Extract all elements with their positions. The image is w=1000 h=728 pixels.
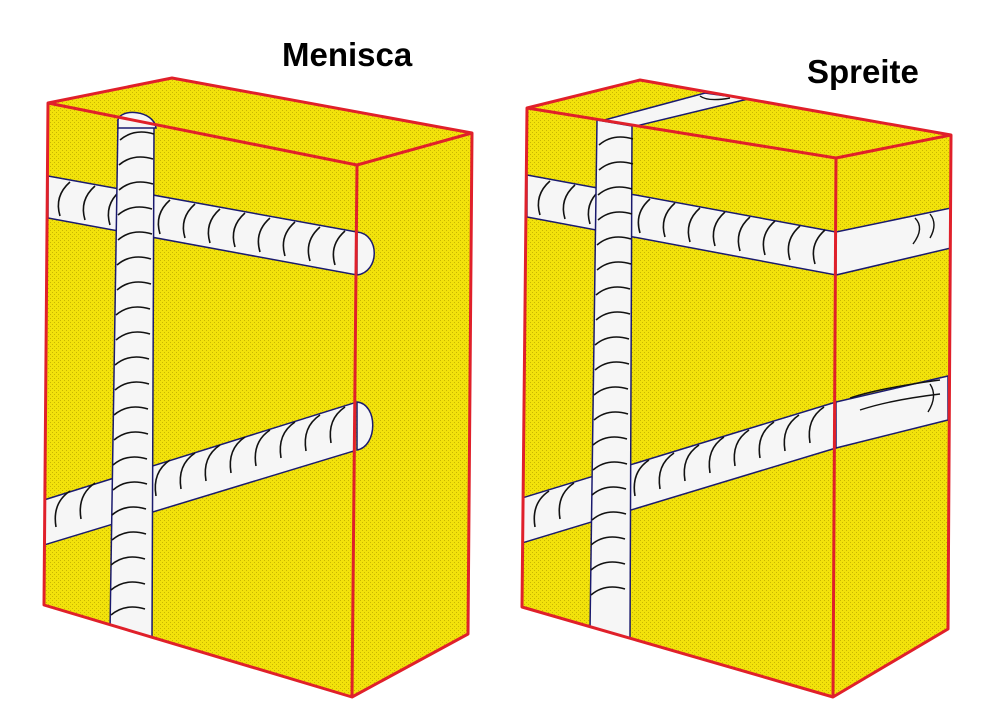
menisca-top-face bbox=[48, 78, 472, 165]
spreite-block bbox=[520, 78, 953, 699]
menisca-block bbox=[42, 76, 474, 699]
menisca-side-face bbox=[352, 133, 472, 697]
spreite-top-face bbox=[527, 80, 951, 158]
menisca-edges bbox=[42, 76, 474, 699]
menisca-inclined-burrow-tip bbox=[356, 401, 374, 451]
spreite-edges bbox=[520, 78, 953, 699]
menisca-horizontal-burrow-tip bbox=[356, 231, 375, 276]
menisca-title: Menisca bbox=[282, 36, 413, 73]
spreite-title: Spreite bbox=[807, 53, 919, 90]
menisca-vertical-burrow bbox=[109, 119, 155, 641]
spreite-vertical-burrow bbox=[589, 119, 634, 641]
